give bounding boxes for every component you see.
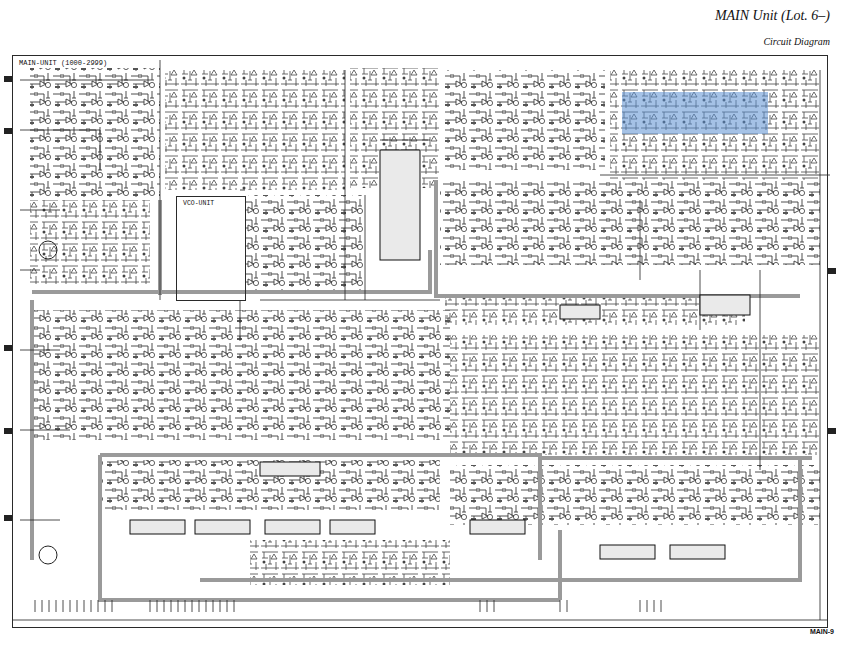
page-number: MAIN-9 [808, 628, 836, 635]
unit-label: MAIN-UNIT (1000-2999) [17, 59, 109, 67]
edge-connector [4, 76, 836, 521]
component-region [30, 68, 820, 585]
subtitle: Circuit Diagram [761, 36, 832, 47]
unit-label: VCO-UNIT [181, 200, 216, 207]
highlight-area [622, 92, 768, 134]
sub-unit-box: VCO-UNIT [176, 196, 246, 301]
connector-pins [35, 600, 661, 612]
wire [12, 60, 830, 620]
relay-symbol [39, 241, 57, 259]
unit-outline: MAIN-UNIT (1000-2999) VCO-UNIT [12, 55, 828, 628]
ic-package [130, 150, 750, 559]
page-title: MAIN Unit (Lot. 6–) [713, 8, 832, 24]
bus-band [32, 180, 812, 600]
relay-symbol [39, 546, 57, 564]
